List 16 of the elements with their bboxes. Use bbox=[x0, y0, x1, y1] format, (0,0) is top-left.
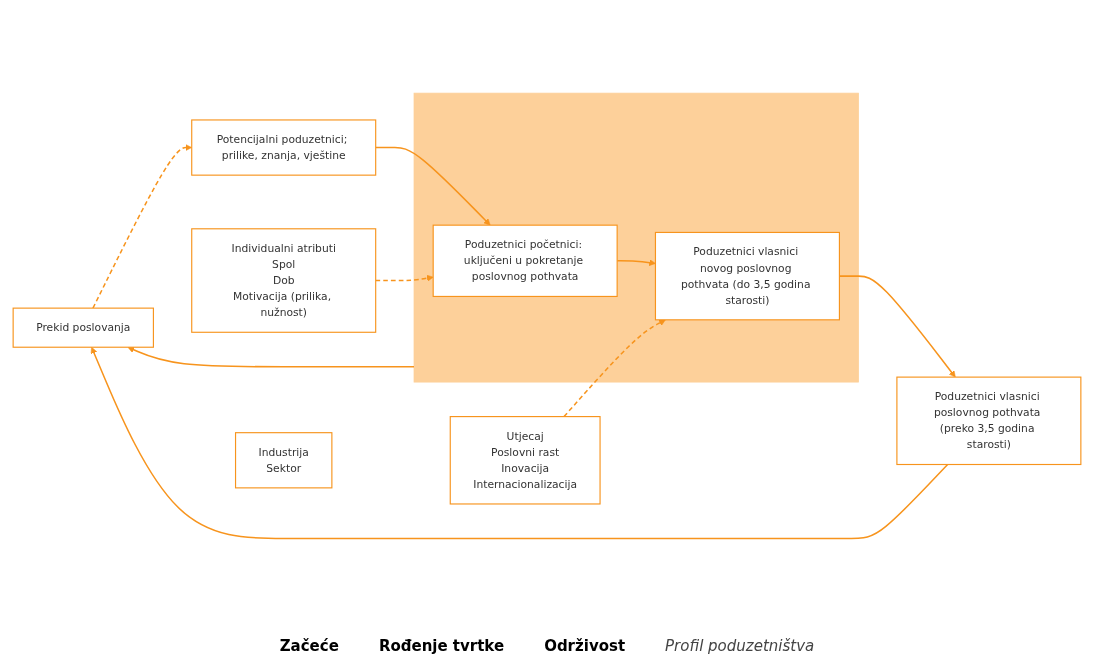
node-box: Utjecaj Poslovni rast Inovacija Internacionalizacija bbox=[449, 415, 601, 505]
phase-label: Začeće bbox=[279, 637, 339, 655]
node-box: Prekid poslovanja bbox=[12, 307, 154, 348]
section-heading: Profil poduzetništva bbox=[665, 637, 815, 655]
node-box: Poduzetnici vlasnici poslovnog pothvata (preko 3,5 godina starosti) bbox=[896, 376, 1082, 465]
node-box: Poduzetnici početnici: uključeni u pokretanje poslovnog pothvata bbox=[432, 224, 618, 297]
node-box: Poduzetnici vlasnici novog poslovnog pothvata (do 3,5 godina starosti) bbox=[654, 231, 840, 321]
arrow bbox=[127, 346, 415, 368]
phase-label: Održivost bbox=[544, 637, 626, 655]
node-box: Potencijalni poduzetnici; prilike, znanja, vještine bbox=[191, 119, 377, 176]
node-box: Industrija Sektor bbox=[234, 431, 333, 489]
phase-label: Rođenje tvrtke bbox=[378, 637, 505, 655]
arrow bbox=[90, 346, 949, 539]
arrow bbox=[563, 319, 666, 418]
node-box: Individualni atributi Spol Dob Motivacija (prilika, nužnost) bbox=[191, 227, 377, 333]
cluster bbox=[413, 92, 859, 383]
